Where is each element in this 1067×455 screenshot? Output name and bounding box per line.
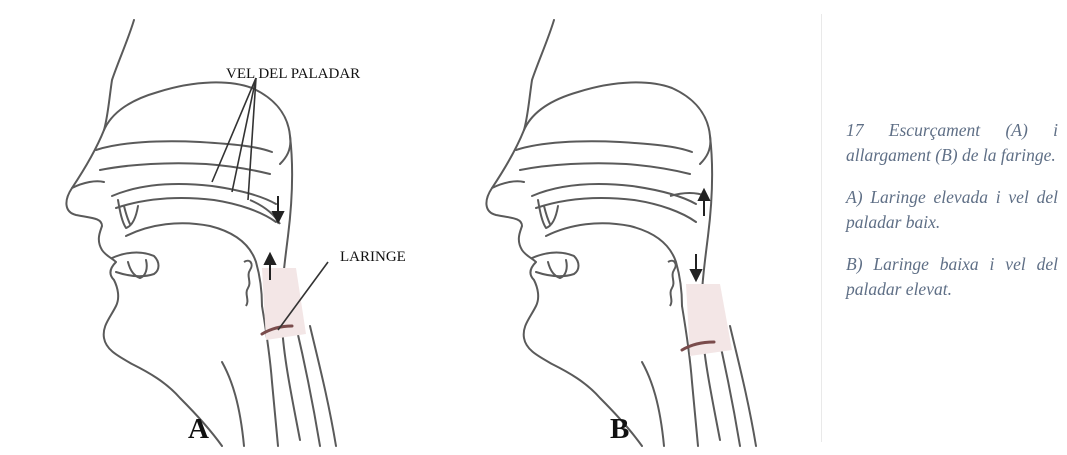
velum-label: VEL DEL PALADAR xyxy=(226,66,360,82)
caption-item-b: B) Laringe baixa i vel del paladar eleva… xyxy=(846,252,1058,302)
epiglottis-b xyxy=(668,261,676,306)
figure-caption: 17 Escurçament (A) i allargament (B) de … xyxy=(846,118,1058,319)
caption-item-a: A) Laringe elevada i vel del paladar bai… xyxy=(846,185,1058,235)
head-section-a: VEL DEL PALADAR LARINGE A xyxy=(66,20,405,446)
arrow-down-larynx-b xyxy=(691,254,701,280)
epiglottis-a xyxy=(244,261,252,306)
larynx-label: LARINGE xyxy=(340,249,406,265)
caption-title: 17 Escurçament (A) i allargament (B) de … xyxy=(846,118,1058,168)
velum-pointer-lines xyxy=(212,78,256,200)
head-section-b: B xyxy=(486,20,756,446)
panel-letter-b: B xyxy=(610,413,629,445)
pharynx-diagram: VEL DEL PALADAR LARINGE A B xyxy=(0,0,820,455)
panel-letter-a: A xyxy=(188,413,209,445)
caption-divider xyxy=(821,14,822,442)
